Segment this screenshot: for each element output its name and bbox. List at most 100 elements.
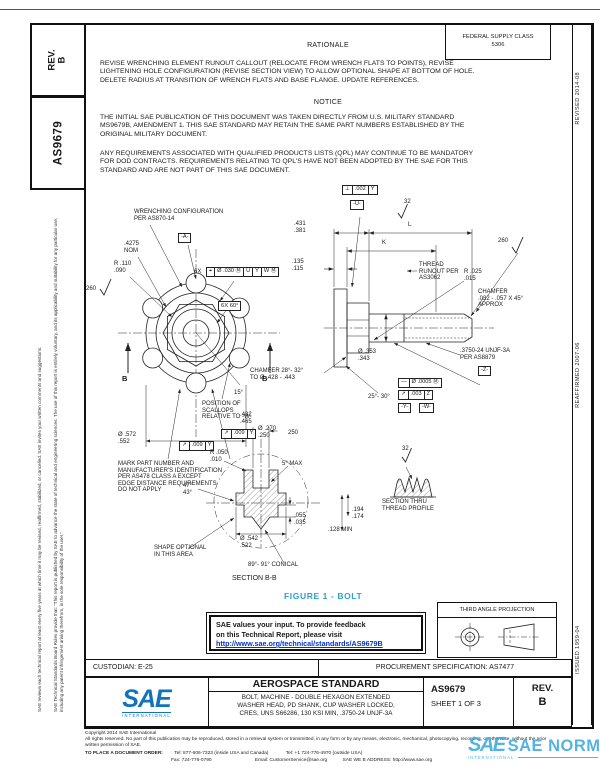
position-datum-3: W Ⓜ — [263, 268, 277, 274]
watermark-subtext: INTERNATIONAL — [468, 755, 515, 760]
left-disclaimer-review: SAE reviews each technical report at lea… — [37, 346, 42, 712]
label-nom-across: .4275 NOM — [124, 241, 140, 254]
left-disclaimer-rules: SAE Technical Standards Board Rules prov… — [53, 217, 65, 712]
rev-box-text: REV. B — [47, 49, 68, 70]
runout-symbol-icon: ↗ — [399, 391, 409, 399]
label-conical: 89°- 91° CONICAL — [248, 562, 299, 568]
titleblock-rev-label: REV. — [531, 683, 554, 694]
runout-symbol-icon: ↗ — [222, 430, 232, 438]
fcf-position: ⌖ Ø .030 Ⓜ U Y W Ⓜ — [206, 267, 280, 277]
runout-datum: Y — [207, 442, 212, 448]
section-b-right: B — [262, 374, 268, 383]
label-scallop-radius: R .110 .090 — [114, 261, 132, 274]
bolt-side-view — [323, 203, 524, 394]
fsc-value: 5306 — [491, 41, 505, 48]
doc-number-cell: AS9679 SHEET 1 OF 3 — [424, 678, 514, 726]
label-angle-15: 15° — [234, 390, 244, 396]
position-datum-2: Y — [253, 268, 262, 276]
fcf-runout-1: ↗ .009 Y — [221, 429, 257, 439]
label-shape-optional: SHAPE OPTIONAL IN THIS AREA — [154, 545, 207, 558]
history-revised: REVISED 2014-08 — [575, 72, 581, 125]
label-bore-depth: .482 .465 — [240, 412, 252, 425]
projection-box: THIRD ANGLE PROJECTION — [437, 602, 557, 658]
runout-datum: Y — [249, 430, 254, 436]
titleblock-doc-number: AS9679 — [431, 684, 466, 695]
notice-paragraph-1: THE INITIAL SAE PUBLICATION OF THIS DOCU… — [100, 114, 465, 138]
label-head-chamfer: CHAMFER 28°- 32° TO Ø .428 - .443 — [250, 368, 304, 381]
watermark-rule — [518, 757, 598, 758]
thread-profile-view — [390, 447, 436, 498]
sae-norm-watermark: SAE SAE NORM INTERNATIONAL — [468, 734, 600, 760]
sheet-number: SHEET 1 OF 3 — [431, 699, 481, 708]
footer-email[interactable]: Email: CustomerService@sae.org — [254, 758, 328, 763]
finish-250: 250 — [288, 430, 299, 436]
rationale-title: RATIONALE — [307, 42, 349, 49]
label-head-height: .431 .381 — [294, 221, 306, 234]
label-hole-diameter: Ø .270 .250 — [258, 426, 277, 439]
doc-number-box: AS9679 — [30, 96, 86, 190]
label-marking-note: MARK PART NUMBER AND MANUFACTURER'S IDEN… — [118, 461, 223, 494]
position-symbol-icon: ⌖ — [207, 268, 216, 276]
label-wrenching-config: WRENCHING CONFIGURATION PER AS870-14 — [134, 209, 224, 222]
datum-z-flag: -Z- — [478, 366, 492, 376]
finish-260-right: 260 — [498, 238, 509, 244]
sae-logo-subtext: INTERNATIONAL — [122, 711, 171, 718]
runout-tolerance: .009 — [190, 442, 206, 450]
label-min-128: .128 MIN — [328, 527, 353, 533]
finish-32-thread: 32 — [402, 446, 409, 452]
custodian-cell: CUSTODIAN: E-25 — [85, 660, 319, 676]
position-datum-1: U — [244, 268, 254, 276]
rev-box: REV. B — [30, 23, 86, 97]
titleblock-rev-value: B — [538, 696, 547, 708]
label-thread-runout: THREAD RUNOUT PER AS3062 — [419, 262, 459, 282]
rev-cell: REV. B — [514, 678, 571, 726]
feedback-url-link[interactable]: http://www.sae.org/technical/standards/A… — [216, 639, 383, 648]
third-angle-projection-icon — [455, 623, 540, 651]
doc-number-vertical: AS9679 — [52, 120, 64, 166]
section-bb-view — [187, 427, 350, 564]
label-hex-angle: 6X 60° — [218, 301, 242, 311]
sae-logo: SAE — [122, 684, 171, 713]
footer-order-label: TO PLACE A DOCUMENT ORDER: — [85, 751, 163, 756]
runout-tolerance: .003 — [409, 391, 425, 399]
figure-caption: FIGURE 1 - BOLT — [284, 591, 363, 601]
feedback-box-inner: SAE values your input. To provide feedba… — [209, 615, 423, 651]
page-top-rule — [0, 9, 600, 10]
perpendicularity-tolerance: .002 — [353, 186, 369, 194]
titleblock-main-row: SAE INTERNATIONAL AEROSPACE STANDARD BOL… — [84, 677, 572, 727]
projection-title: THIRD ANGLE PROJECTION — [438, 603, 556, 618]
notice-paragraph-2: ANY REQUIREMENTS ASSOCIATED WITH QUALIFI… — [100, 150, 474, 174]
fcf-runout-3: ↗ .003 Z — [398, 390, 433, 400]
label-shank-diameter: Ø .353 .343 — [358, 349, 377, 362]
federal-supply-class-box: FEDERAL SUPPLY CLASS 5306 — [445, 23, 551, 60]
finish-260-left: 260 — [86, 286, 97, 292]
label-lip-height: .055 .035 — [294, 513, 306, 526]
footer-web-address[interactable]: SAE WE B ADDRESS: http://www.sae.org — [342, 758, 433, 763]
sae-logo-cell: SAE INTERNATIONAL — [85, 678, 209, 726]
section-b-left: B — [122, 374, 128, 383]
history-strip — [572, 23, 593, 725]
datum-u-flag: -U- — [350, 200, 364, 210]
label-fillet-radius: R .025 .015 — [464, 269, 482, 282]
rationale-text: REVISE WRENCHING ELEMENT RUNOUT CALLOUT … — [100, 60, 475, 84]
fcf-runout-2: ↗ .009 Y — [179, 441, 215, 451]
footer-copyright: Copyright 2014 SAE International — [85, 731, 157, 736]
label-cup-diameter: Ø .542 .522 — [240, 536, 259, 549]
datum-a-flag: -A- — [178, 233, 192, 243]
label-angle-47-43: 47° 43° — [183, 483, 193, 496]
label-angle-25-30: 25°- 30° — [368, 394, 390, 400]
label-section-thread: SECTION THRU THREAD PROFILE — [382, 499, 435, 512]
watermark-sae-logo: SAE — [468, 734, 506, 756]
position-tolerance: Ø .030 Ⓜ — [215, 268, 245, 276]
label-scallops-note: POSITION OF SCALLOPS RELATIVE TO -W- — [202, 401, 252, 421]
datum-w-flag: -W- — [419, 403, 434, 413]
notice-title: NOTICE — [313, 99, 343, 106]
datum-y-flag: -Y- — [398, 403, 411, 413]
feedback-line-1: SAE values your input. To provide feedba… — [216, 620, 366, 629]
standard-type: AEROSPACE STANDARD — [209, 678, 423, 692]
fcf-perpendicularity: ⊥ .002 Y — [342, 185, 378, 195]
fsc-label: FEDERAL SUPPLY CLASS — [462, 34, 534, 40]
label-position-prefix: 6X — [194, 269, 202, 275]
straightness-symbol-icon: — — [399, 379, 410, 387]
